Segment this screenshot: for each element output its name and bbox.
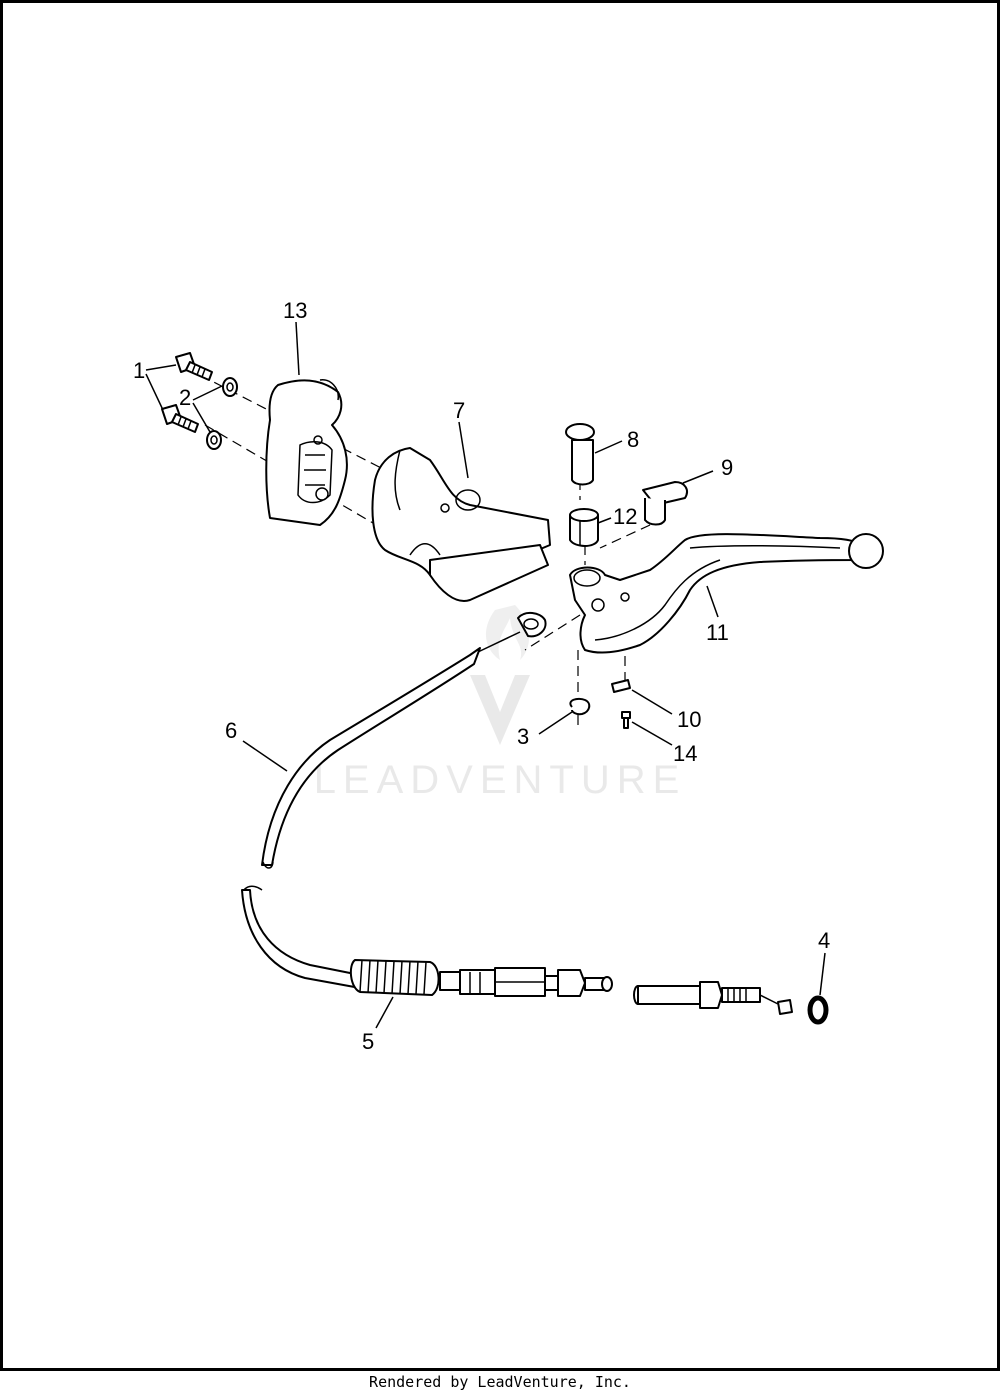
bushing-part-12 <box>569 508 599 547</box>
washer-lower <box>206 430 222 450</box>
rubber-boot <box>349 959 440 996</box>
callout-8: 8 <box>627 427 639 452</box>
callout-1: 1 <box>133 358 145 383</box>
detent-pin-part-10 <box>611 679 631 693</box>
clamp-part-13 <box>265 379 348 526</box>
cable-upper-part-6 <box>261 612 547 869</box>
housing-part-7 <box>371 447 551 602</box>
callout-2: 2 <box>179 385 191 410</box>
callout-11: 11 <box>706 620 729 645</box>
callout-13: 13 <box>283 298 307 323</box>
cable-lower-part-5 <box>241 885 613 997</box>
plunger-part-9 <box>642 481 688 526</box>
screw-lower <box>161 404 199 433</box>
footer-credit: Rendered by LeadVenture, Inc. <box>369 1373 631 1391</box>
washer-upper <box>222 377 238 397</box>
watermark-text: LEADVENTURE <box>314 758 687 802</box>
retaining-ring-part-3 <box>569 697 591 716</box>
callout-14: 14 <box>673 741 697 766</box>
callout-12: 12 <box>613 504 637 529</box>
callout-6: 6 <box>225 718 237 743</box>
leader-lines <box>145 321 826 1029</box>
clutch-lever-part-11 <box>569 533 884 654</box>
o-ring-part-4 <box>807 995 829 1025</box>
pivot-pin-part-8 <box>565 423 595 486</box>
callout-4: 4 <box>818 928 830 953</box>
screw-part-14 <box>621 711 631 729</box>
callout-10: 10 <box>677 707 701 732</box>
callout-7: 7 <box>453 398 465 423</box>
callout-labels: 1 2 13 7 8 9 12 11 10 14 3 6 5 4 <box>133 298 830 1054</box>
callout-9: 9 <box>721 455 733 480</box>
callout-3: 3 <box>517 724 529 749</box>
cable-end-fitting <box>633 981 793 1015</box>
screw-upper <box>175 352 213 381</box>
callout-5: 5 <box>362 1029 374 1054</box>
